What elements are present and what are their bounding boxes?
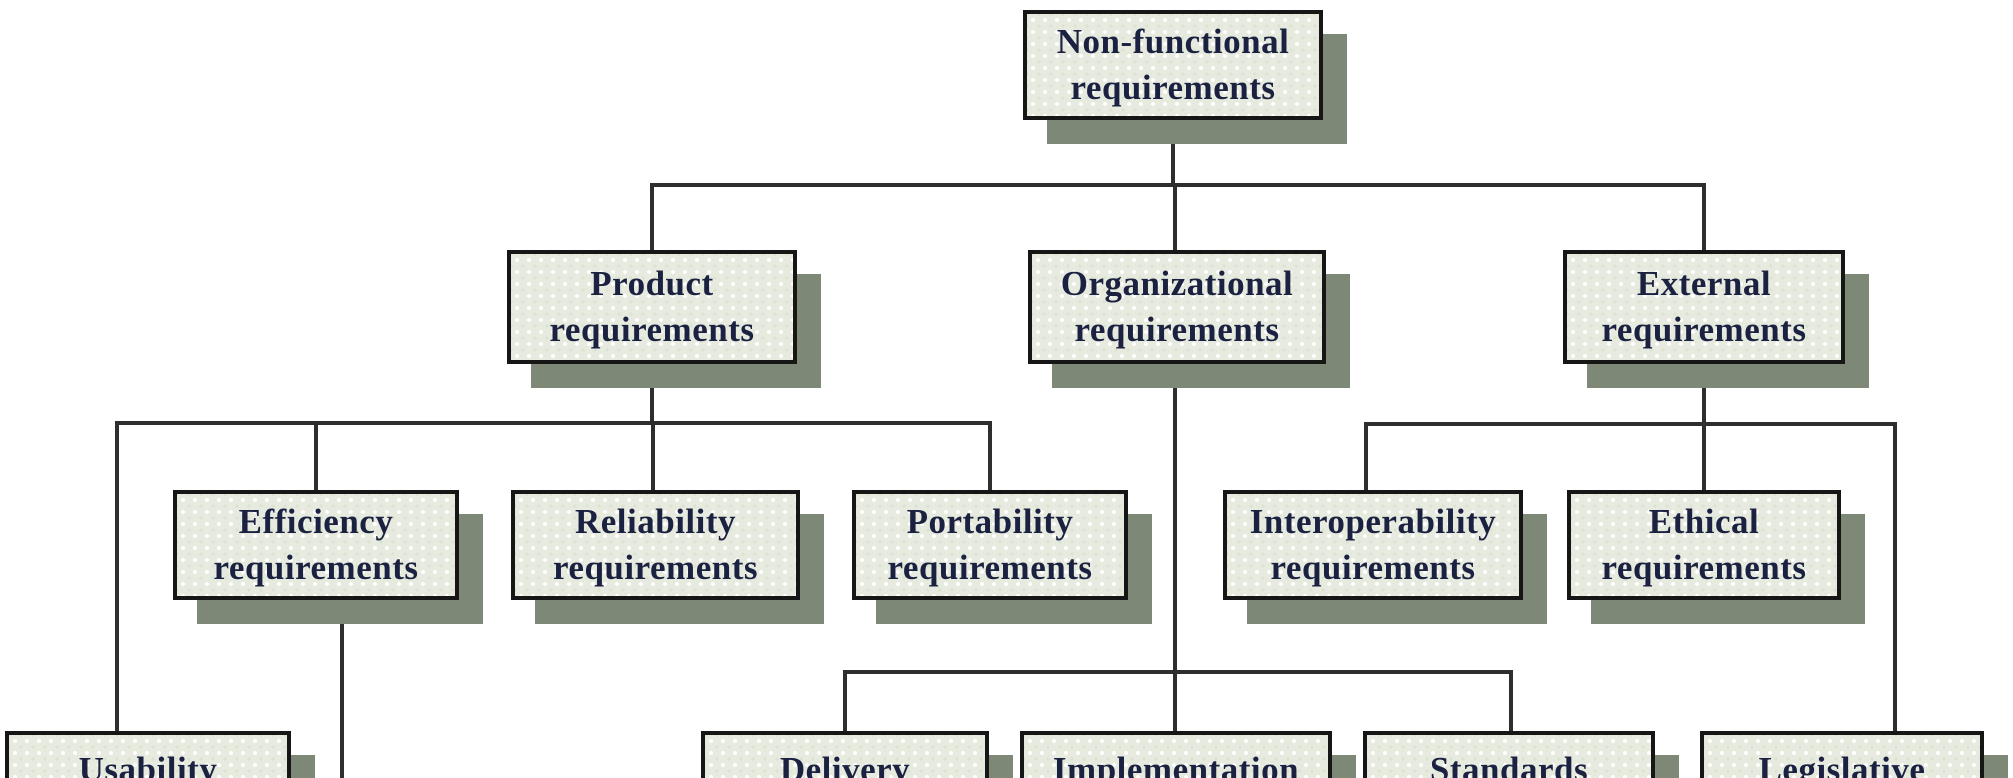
connector-efficiency-down bbox=[340, 598, 344, 778]
connector-reliability-drop bbox=[651, 421, 655, 492]
connector-interoperability-drop bbox=[1364, 422, 1368, 492]
node-label-line1: Efficiency bbox=[238, 502, 394, 541]
connector-organizational-drop bbox=[1173, 183, 1177, 252]
node-label-line2: requirements bbox=[213, 548, 419, 587]
node-label-line2: requirements bbox=[1070, 68, 1276, 107]
connector-product-down bbox=[650, 362, 654, 425]
connector-external-drop bbox=[1702, 183, 1706, 252]
connector-external-rail bbox=[1364, 422, 1897, 426]
node-label-line2: requirements bbox=[1074, 310, 1280, 349]
node-label-line1: Product bbox=[590, 264, 714, 303]
node-label-line1: Organizational bbox=[1060, 264, 1294, 303]
connector-product-drop bbox=[650, 183, 654, 252]
node-label-line1: Standards bbox=[1429, 750, 1589, 778]
node-organizational-requirements: Organizational requirements bbox=[1028, 250, 1326, 364]
node-label-line2: requirements bbox=[1270, 548, 1476, 587]
node-efficiency-requirements: Efficiency requirements bbox=[173, 490, 459, 600]
node-product-requirements: Product requirements bbox=[507, 250, 797, 364]
node-reliability-requirements: Reliability requirements bbox=[511, 490, 800, 600]
node-label-line1: Portability bbox=[906, 502, 1074, 541]
connector-ethical-drop bbox=[1702, 422, 1706, 492]
node-label-line1: Ethical bbox=[1648, 502, 1760, 541]
connector-level2-rail bbox=[650, 183, 1706, 187]
node-label-line1: Interoperability bbox=[1249, 502, 1497, 541]
node-non-functional-requirements: Non-functional requirements bbox=[1023, 10, 1323, 120]
node-usability: Usability bbox=[5, 731, 291, 778]
node-standards: Standards bbox=[1363, 731, 1655, 778]
connector-organizational-down bbox=[1173, 362, 1177, 674]
node-external-requirements: External requirements bbox=[1563, 250, 1845, 364]
connector-implementation-drop bbox=[1173, 670, 1177, 733]
connector-external-down bbox=[1702, 362, 1706, 426]
node-label-line2: requirements bbox=[549, 310, 755, 349]
connector-root-down bbox=[1171, 118, 1175, 185]
node-label-line2: requirements bbox=[1601, 548, 1807, 587]
node-label-line1: External bbox=[1636, 264, 1772, 303]
connector-legislative-drop bbox=[1893, 422, 1897, 734]
node-label-line1: Legislative bbox=[1758, 750, 1926, 778]
node-label-line1: Implementation bbox=[1052, 750, 1300, 778]
connector-delivery-drop bbox=[843, 670, 847, 733]
connector-product-rail bbox=[115, 421, 992, 425]
node-ethical-requirements: Ethical requirements bbox=[1567, 490, 1841, 600]
connector-efficiency-drop bbox=[314, 421, 318, 492]
connector-organizational-rail bbox=[843, 670, 1513, 674]
node-label-line1: Delivery bbox=[779, 750, 911, 778]
node-portability-requirements: Portability requirements bbox=[852, 490, 1128, 600]
node-interoperability-requirements: Interoperability requirements bbox=[1223, 490, 1523, 600]
node-label-line1: Reliability bbox=[574, 502, 737, 541]
node-implementation: Implementation bbox=[1020, 731, 1332, 778]
connector-standards-drop bbox=[1509, 670, 1513, 733]
node-label-line1: Non-functional bbox=[1056, 22, 1290, 61]
node-label-line1: Usability bbox=[78, 750, 218, 778]
node-label-line2: requirements bbox=[887, 548, 1093, 587]
node-legislative: Legislative bbox=[1700, 731, 1984, 778]
node-label-line2: requirements bbox=[553, 548, 758, 587]
connector-usability-drop bbox=[115, 421, 119, 734]
node-delivery: Delivery bbox=[701, 731, 989, 778]
node-label-line2: requirements bbox=[1601, 310, 1807, 349]
connector-portability-drop bbox=[988, 421, 992, 492]
